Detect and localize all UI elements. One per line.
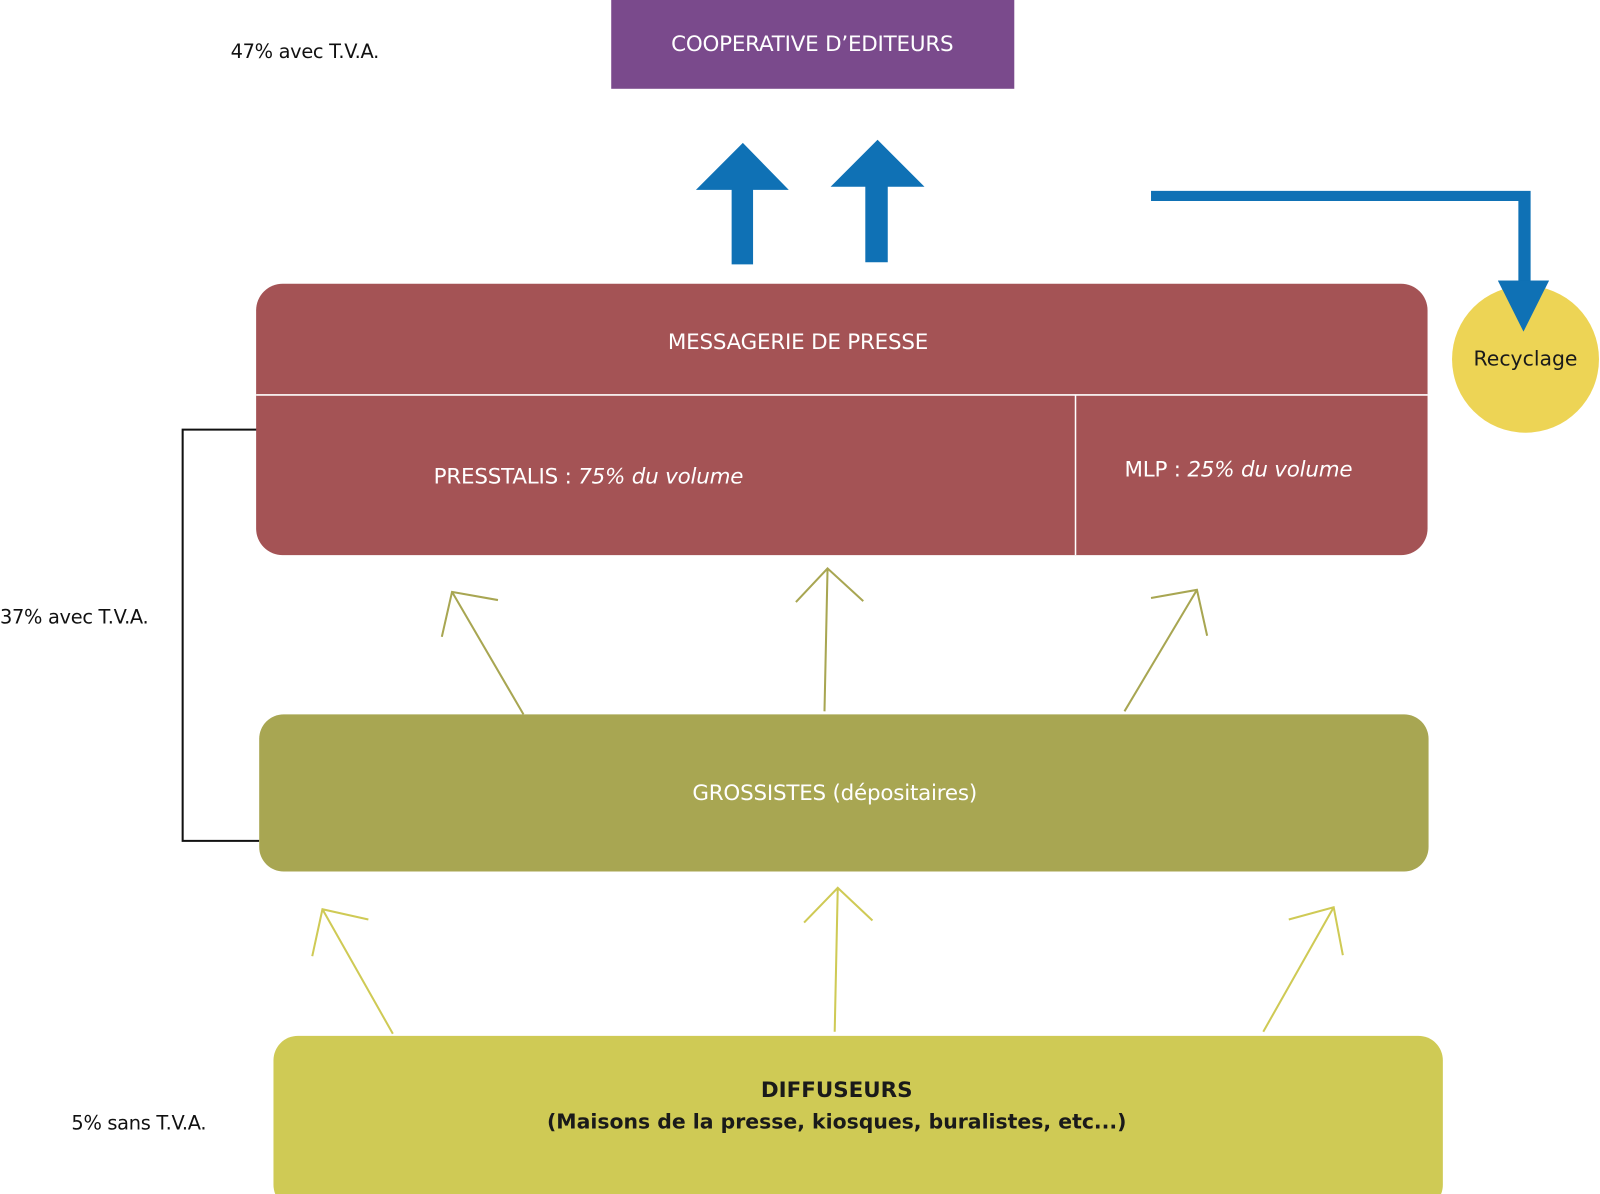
cooperative-box [611, 0, 1015, 89]
yellow-arrow-center [803, 886, 874, 1032]
bracket-37-percent [181, 428, 260, 842]
blue-up-arrow-left [695, 142, 789, 265]
diffuseurs-subtitle: (Maisons de la presse, kiosques, buralis… [547, 1110, 1126, 1134]
olive-arrow-center [795, 566, 864, 712]
olive-arrow-left [440, 590, 525, 715]
mlp-share: 25% du volume [1187, 458, 1352, 483]
label-47-percent: 47% avec T.V.A. [231, 40, 379, 63]
blue-arrow-head-over-circle [1497, 280, 1549, 332]
diffuseurs-node: DIFFUSEURS (Maisons de la presse, kiosqu… [273, 1035, 1443, 1194]
mlp-label: MLP : 25% du volume [1124, 458, 1352, 483]
yellow-arrows [311, 886, 1344, 1035]
recyclage-label: Recyclage [1474, 346, 1578, 370]
messagerie-node: MESSAGERIE DE PRESSE PRESSTALIS : 75% du… [256, 283, 1428, 556]
yellow-arrow-left [311, 908, 394, 1035]
diffuseurs-box [273, 1035, 1443, 1194]
olive-arrows [440, 566, 1209, 715]
messagerie-box [256, 283, 1428, 556]
recyclage-circle [1452, 285, 1599, 433]
grossistes-label: GROSSISTES (dépositaires) [692, 781, 977, 806]
presstalis-label: PRESSTALIS : 75% du volume [434, 465, 744, 490]
blue-up-arrow-right [830, 139, 925, 263]
recyclage-node: Recyclage [1452, 280, 1599, 433]
messagerie-title: MESSAGERIE DE PRESSE [668, 330, 928, 355]
presstalis-name: PRESSTALIS : [434, 465, 579, 490]
olive-arrow-right [1123, 588, 1209, 712]
yellow-arrow-right [1262, 905, 1344, 1033]
mlp-name: MLP : [1124, 458, 1187, 483]
diffuseurs-title: DIFFUSEURS [761, 1078, 913, 1103]
cooperative-label: COOPERATIVE D’EDITEURS [671, 32, 953, 57]
grossistes-node: GROSSISTES (dépositaires) [259, 714, 1429, 872]
presstalis-share: 75% du volume [578, 465, 743, 490]
label-5-percent: 5% sans T.V.A. [71, 1112, 206, 1135]
cooperative-node: COOPERATIVE D’EDITEURS [611, 0, 1015, 89]
label-37-percent: 37% avec T.V.A. [0, 606, 148, 629]
grossistes-box [259, 714, 1429, 872]
